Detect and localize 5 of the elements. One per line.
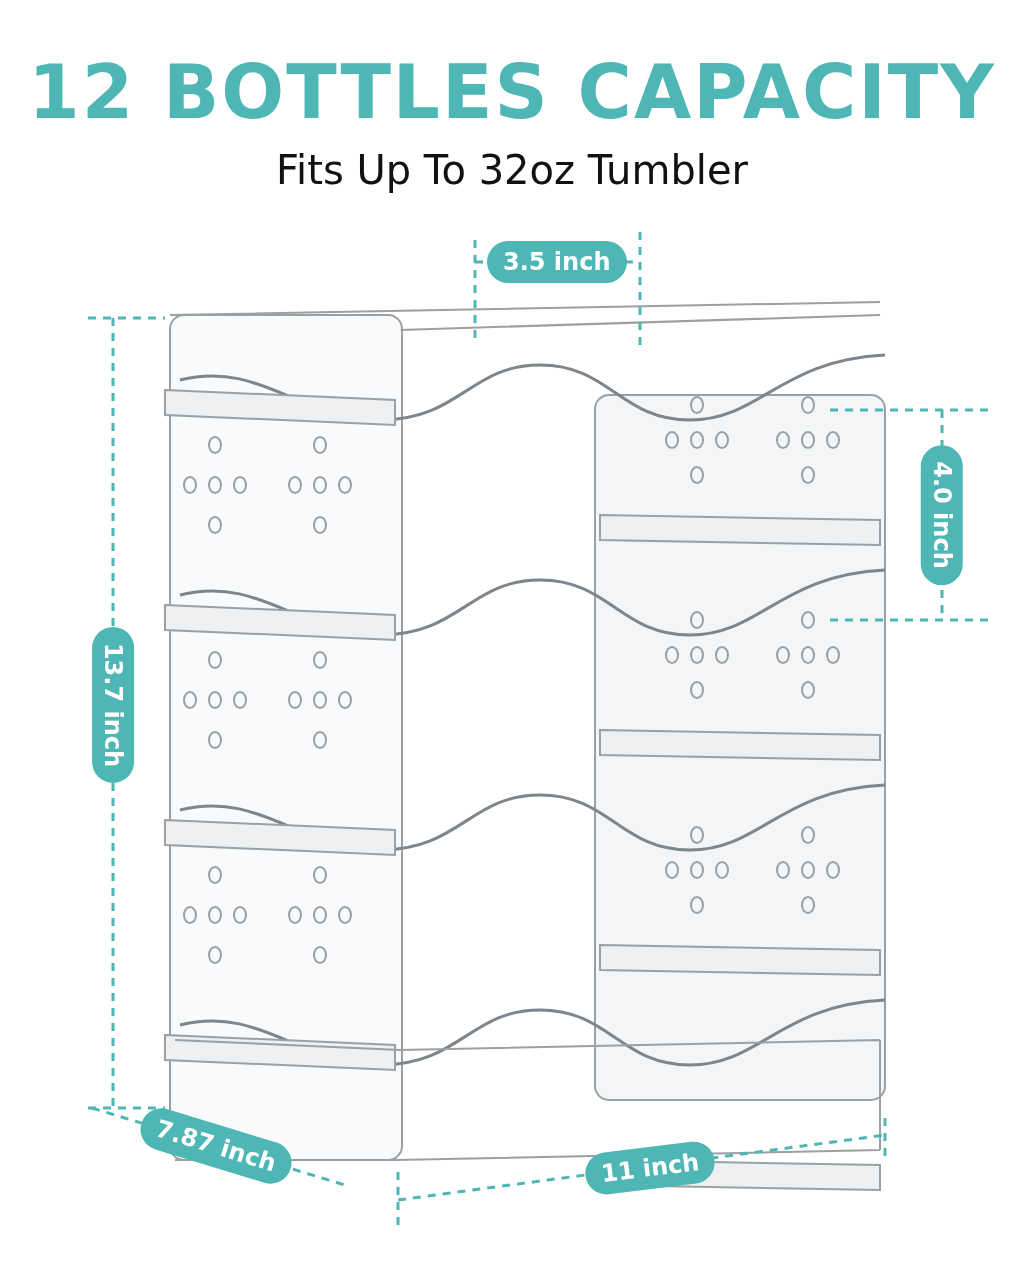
title: 12 BOTTLES CAPACITY: [27, 52, 997, 132]
dimension-label: 3.5 inch: [487, 241, 627, 283]
dimension-label: 13.7 inch: [92, 626, 135, 784]
subtitle: Fits Up To 32oz Tumbler: [275, 146, 749, 195]
dimension-label: 4.0 inch: [920, 445, 963, 585]
